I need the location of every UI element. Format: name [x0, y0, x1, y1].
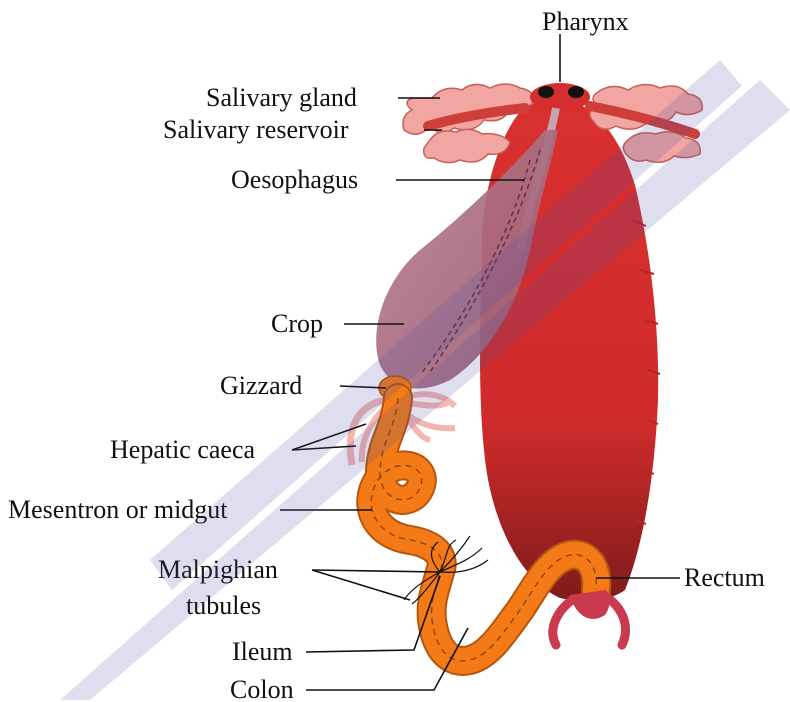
label-rectum: Rectum	[684, 563, 765, 592]
label-salivary-gland: Salivary gland	[206, 83, 357, 112]
rectum-end	[570, 590, 610, 619]
cercus-left	[553, 600, 572, 645]
label-colon: Colon	[230, 675, 294, 702]
label-pharynx: Pharynx	[542, 7, 629, 36]
eye-right	[568, 86, 584, 98]
label-ileum: Ileum	[232, 637, 293, 666]
label-mesentron: Mesentron or midgut	[8, 495, 228, 524]
label-salivary-reservoir: Salivary reservoir	[163, 115, 349, 144]
label-gizzard: Gizzard	[220, 371, 302, 400]
label-crop: Crop	[271, 309, 323, 338]
label-oesophagus: Oesophagus	[231, 165, 358, 194]
eye-left	[538, 86, 554, 98]
head	[530, 83, 590, 111]
label-hepatic-caeca: Hepatic caeca	[110, 435, 256, 464]
cercus-right	[608, 598, 626, 645]
